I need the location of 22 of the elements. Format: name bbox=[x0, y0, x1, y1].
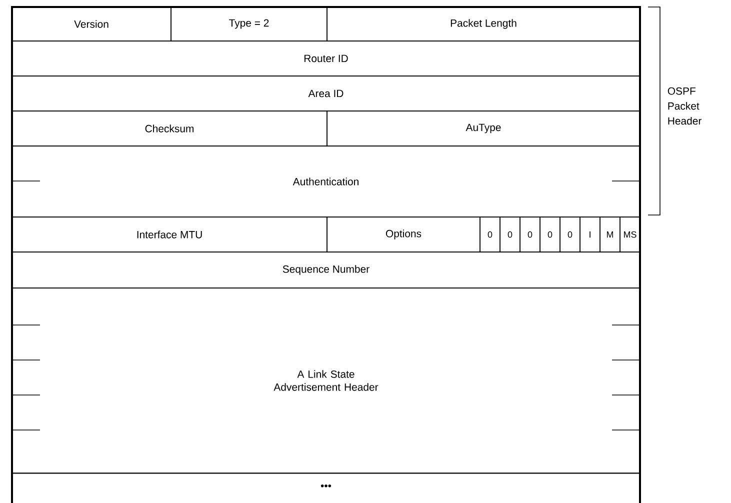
field-cell: I bbox=[580, 216, 600, 252]
field-cell: Interface MTU bbox=[12, 216, 328, 252]
field-cell: 0 bbox=[520, 216, 540, 252]
field-cell: 0 bbox=[480, 216, 500, 252]
field-cell: 0 bbox=[500, 216, 520, 252]
field-cell: Checksum bbox=[12, 110, 328, 146]
field-cell: 0 bbox=[560, 216, 580, 252]
field-cell: AuType bbox=[326, 110, 640, 146]
field-cell: ••• bbox=[12, 473, 640, 503]
field-cell: Authentication bbox=[12, 146, 640, 218]
field-cell: Packet Length bbox=[326, 6, 640, 42]
field-cell: Area ID bbox=[12, 76, 640, 112]
field-cell: Router ID bbox=[12, 40, 640, 76]
field-cell: MS bbox=[620, 216, 640, 252]
field-cell: M bbox=[600, 216, 620, 252]
bracket-label: OSPF Packet Header bbox=[668, 87, 702, 125]
field-cell: Options bbox=[326, 216, 480, 252]
field-cell: A Link State Advertisement Header bbox=[12, 288, 640, 474]
node-label: Version bbox=[74, 20, 108, 28]
field-cell: 0 bbox=[540, 216, 560, 252]
field-cell: Sequence Number bbox=[12, 252, 640, 288]
field-cell: Type = 2 bbox=[170, 6, 328, 42]
